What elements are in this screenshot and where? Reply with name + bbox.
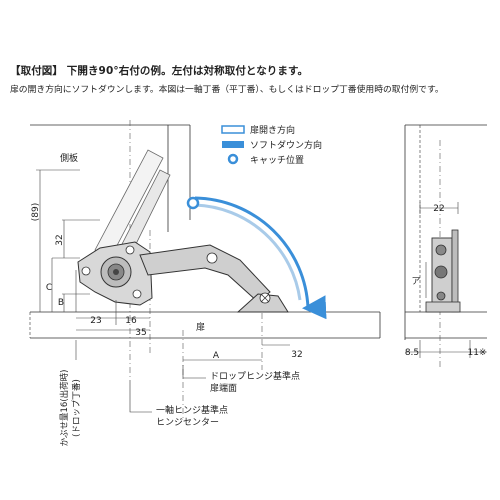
screw-icon	[132, 289, 142, 299]
bottom-dimensions	[76, 300, 290, 361]
catch-position-icon	[186, 196, 200, 210]
dim-A: A	[213, 351, 220, 361]
door-end-face-label: 扉端面	[210, 382, 237, 394]
legend-open-swatch	[221, 125, 245, 134]
overlay-note-1: かぶせ量16(出荷時)	[59, 370, 70, 447]
dim-23: 23	[90, 316, 101, 326]
legend-softdown-label: ソフトダウン方向	[250, 139, 322, 151]
dim-35: 35	[135, 328, 146, 338]
diagram-title: 【取付図】 下開き90°右付の例。左付は対称取付となります。	[10, 65, 309, 77]
dim-32-vertical: 32	[55, 234, 65, 245]
single-axis-ref-label: 一軸ヒンジ基準点	[156, 404, 228, 416]
left-dimensions	[36, 169, 100, 312]
legend-catch-label: キャッチ位置	[250, 154, 304, 166]
dim-a-kana: ア	[411, 277, 420, 287]
hinge-center-label: ヒンジセンター	[156, 417, 219, 428]
dim-8-5: 8.5	[405, 348, 419, 358]
legend-open-label: 扉開き方向	[250, 124, 295, 136]
stay-arm	[139, 244, 271, 303]
dim-B: B	[58, 298, 64, 308]
legend-catch-icon	[227, 153, 239, 165]
dim-16: 16	[125, 316, 137, 326]
side-panel-label: 側板	[60, 152, 78, 164]
diagram-description: 扉の開き方向にソフトダウンします。本図は一軸丁番（平丁番）、もしくはドロップ丁番…	[10, 85, 444, 95]
arm-open-position	[94, 149, 171, 256]
door-label: 扉	[196, 321, 205, 333]
side-view	[404, 124, 487, 370]
legend-softdown-swatch	[222, 141, 244, 148]
callout-lines	[129, 365, 206, 413]
screw-icon	[125, 245, 135, 255]
drop-hinge-ref-label: ドロップヒンジ基準点	[210, 370, 300, 382]
dim-89: (89)	[31, 203, 41, 221]
legend: 扉開き方向 ソフトダウン方向 キャッチ位置	[221, 124, 322, 166]
screw-icon	[81, 266, 91, 276]
swing-arcs	[186, 196, 327, 320]
dim-11: 11※	[468, 348, 487, 358]
stay-mechanism	[77, 241, 289, 313]
dim-32-horizontal: 32	[291, 350, 302, 360]
overlay-note-2: (ドロップ丁番)	[71, 379, 82, 437]
dim-C: C	[46, 283, 52, 293]
dim-22: 22	[433, 204, 444, 214]
